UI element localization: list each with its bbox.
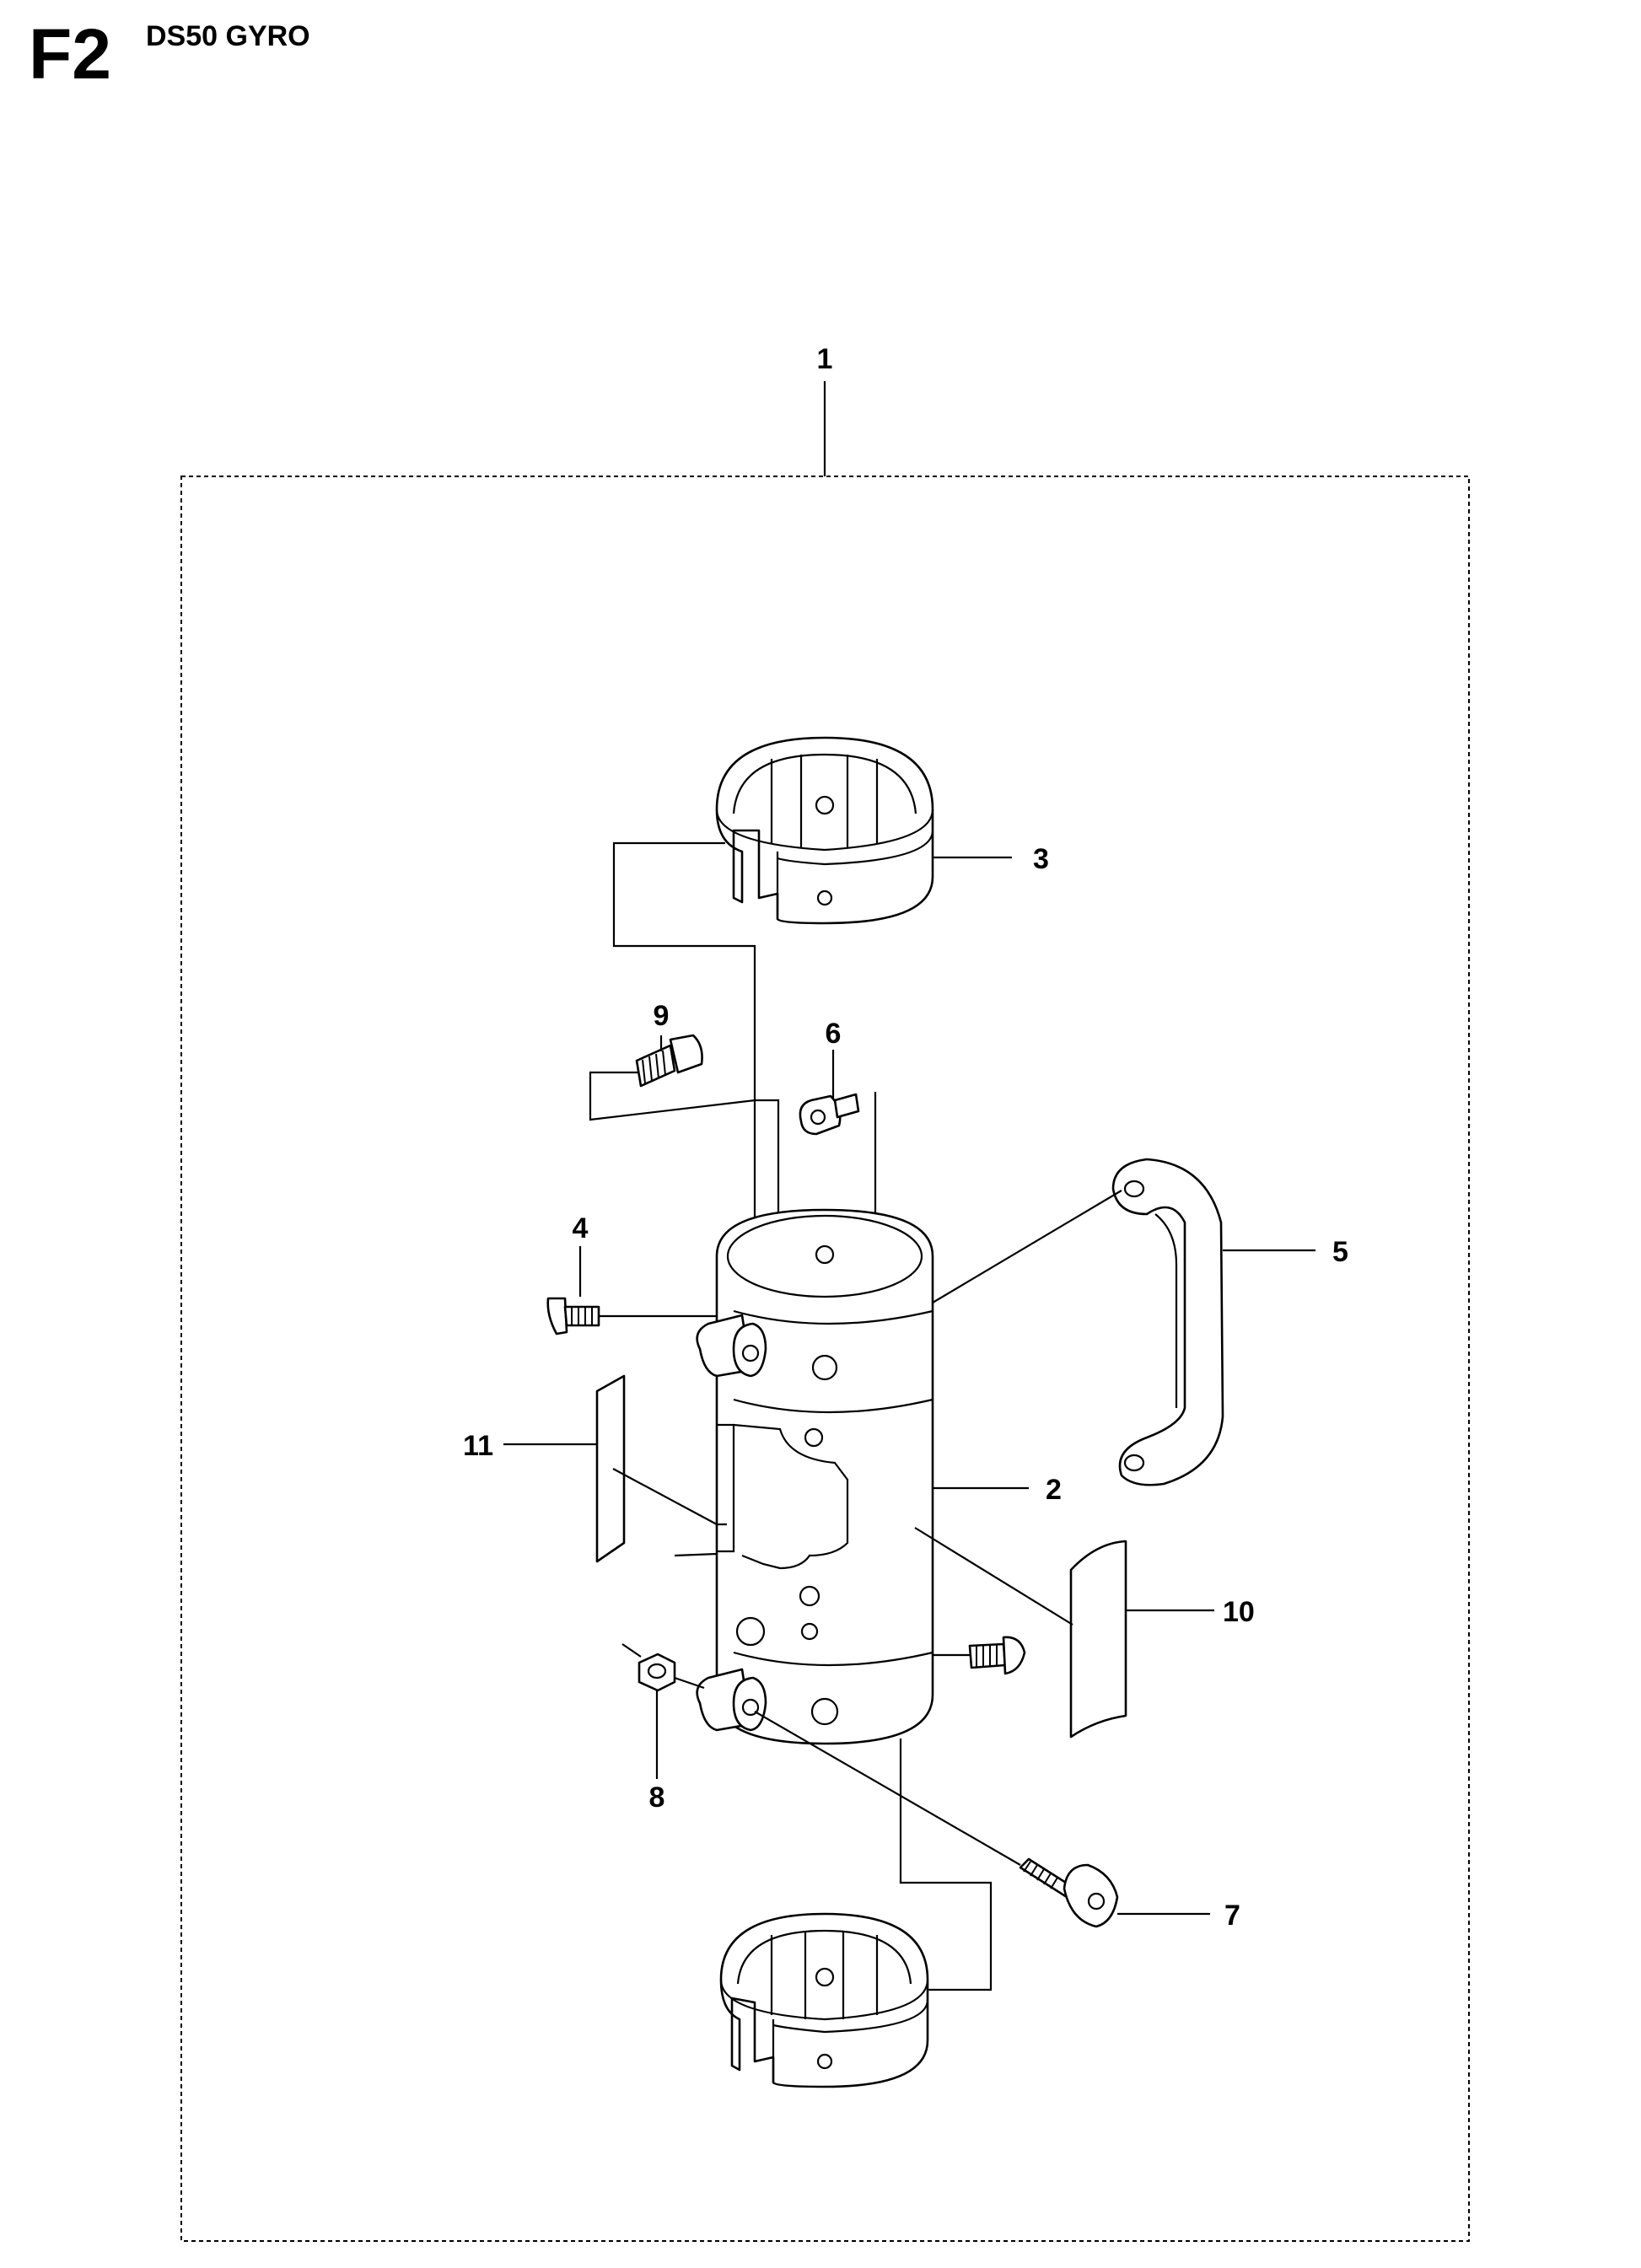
section-code: F2 — [29, 14, 112, 94]
part-4-screw — [546, 1297, 600, 1336]
connector-8a — [621, 1643, 642, 1658]
part-10-sticker — [1069, 1540, 1127, 1739]
side-screw — [968, 1636, 1026, 1675]
connector-7 — [754, 1711, 1021, 1866]
part-8-nut — [638, 1653, 676, 1692]
callout-7: 7 — [1224, 1900, 1240, 1932]
callout-8: 8 — [649, 1782, 665, 1814]
connector-lower-collar — [899, 1739, 993, 1991]
callout-9: 9 — [654, 1000, 670, 1032]
callout-4: 4 — [573, 1212, 589, 1244]
connector-3-2 — [612, 841, 756, 1218]
callout-3: 3 — [1033, 843, 1049, 875]
connector-11 — [612, 1468, 727, 1526]
part-7-cap-screw — [1019, 1857, 1119, 1928]
part-5-handle — [1111, 1158, 1224, 1486]
callout-11: 11 — [463, 1430, 493, 1462]
connector-8b — [674, 1676, 705, 1690]
callout-10: 10 — [1223, 1596, 1255, 1628]
lower-collar — [719, 1912, 929, 2088]
part-2-main-tube — [696, 1208, 934, 1745]
part-6-screw — [799, 1093, 860, 1136]
callout-6: 6 — [826, 1018, 842, 1050]
connector-10 — [914, 1527, 1073, 1626]
callout-2: 2 — [1046, 1474, 1062, 1506]
part-3-upper-collar — [715, 736, 934, 925]
part-9-screw — [635, 1034, 703, 1088]
model-title: DS50 GYRO — [146, 20, 310, 52]
connector-5 — [932, 1190, 1122, 1303]
callout-1: 1 — [817, 343, 833, 375]
connector-9 — [589, 1071, 780, 1218]
part-11-sticker — [595, 1374, 626, 1563]
callout-5: 5 — [1332, 1236, 1348, 1268]
connector-11b — [674, 1552, 718, 1557]
assembly-frame — [180, 476, 1470, 2242]
